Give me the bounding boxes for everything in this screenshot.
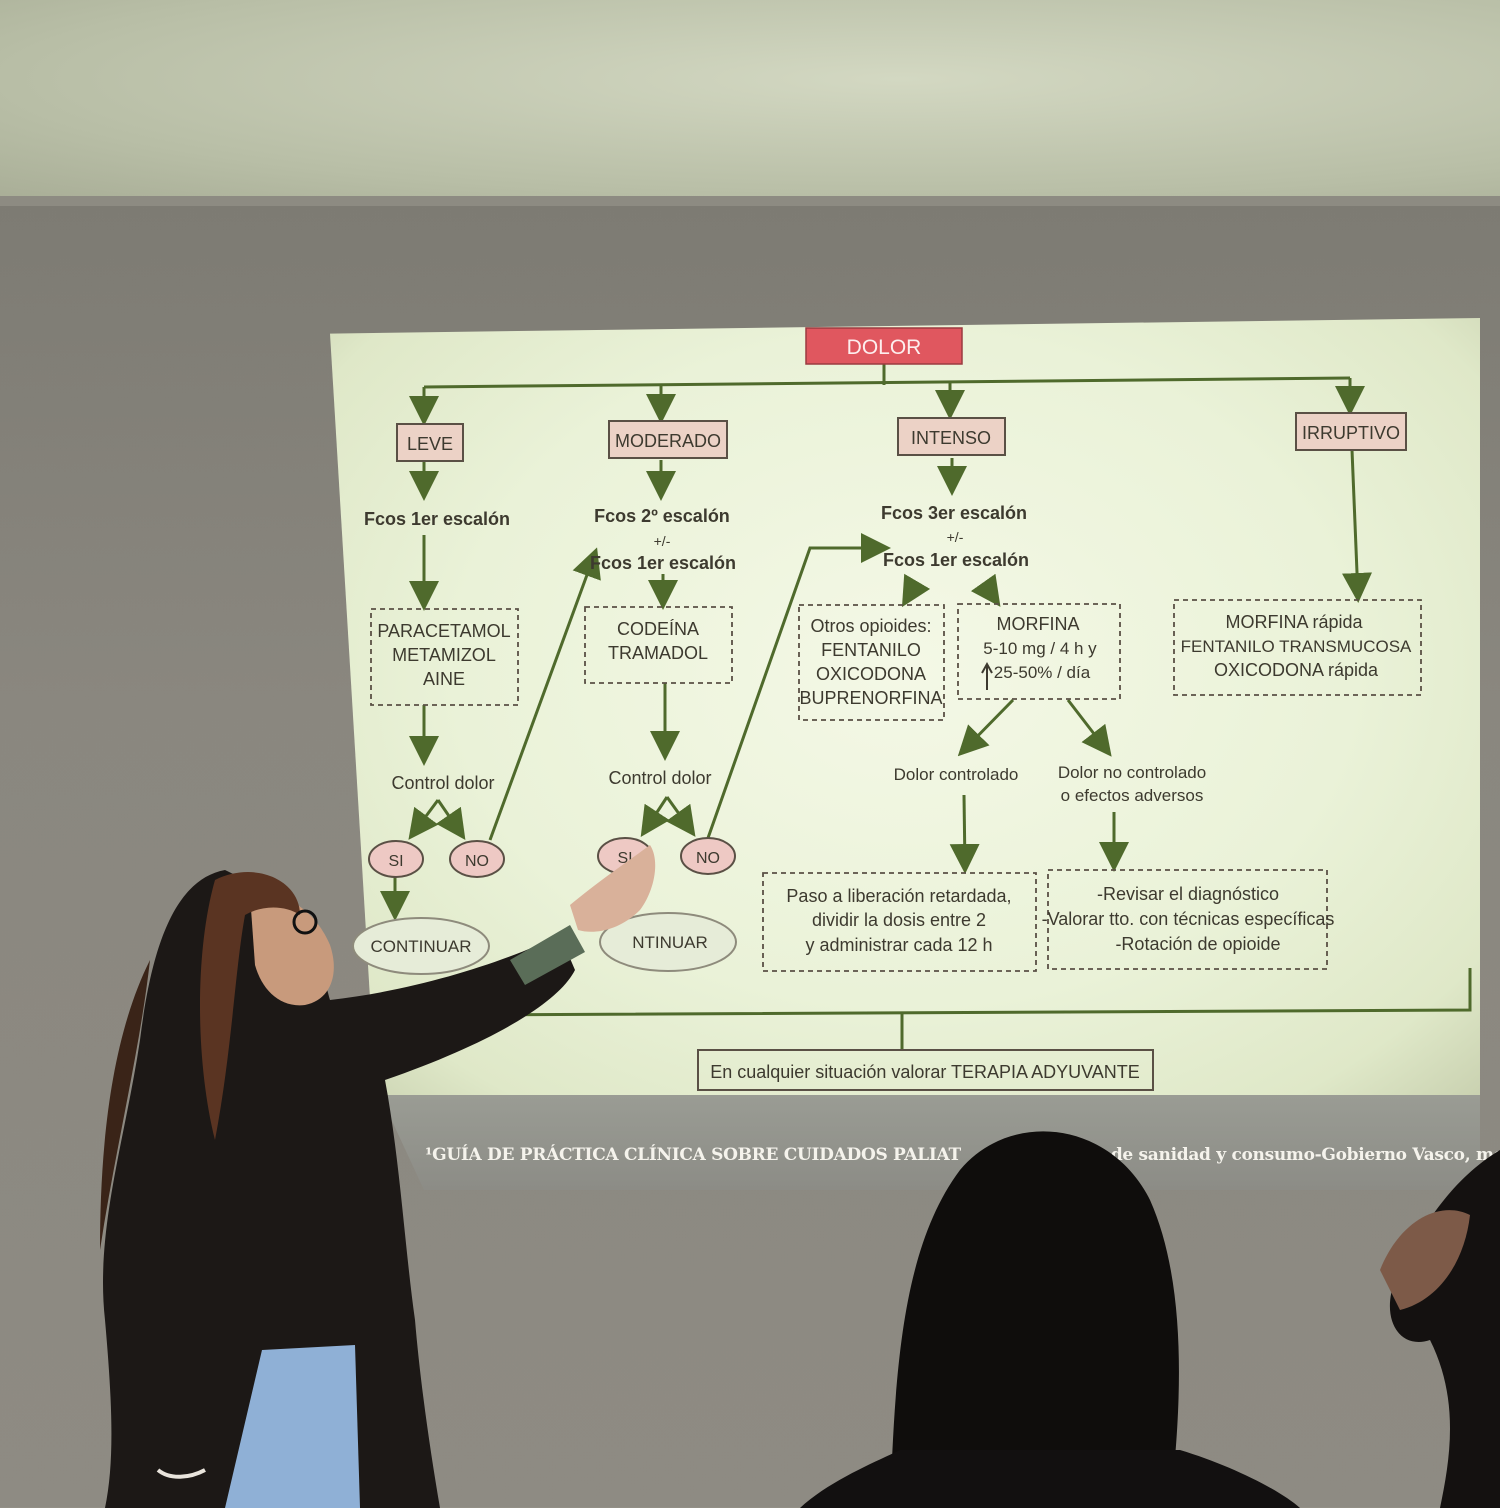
- audience-head-center: [890, 1131, 1179, 1508]
- not-controlled-action-box: [1047, 869, 1328, 970]
- adjuvant-box: [697, 1049, 1154, 1091]
- category-leve-label: LEVE: [407, 434, 453, 454]
- wall-edge: [0, 196, 1500, 206]
- moderado-no-label: NO: [696, 850, 720, 867]
- moderado-step-alt: Fcos 1er escalón: [590, 553, 736, 573]
- root-box: [805, 327, 963, 365]
- category-leve-box: [396, 423, 464, 462]
- controlled-action-3: y administrar cada 12 h: [805, 935, 992, 955]
- leve-si-ellipse: [368, 840, 424, 878]
- category-moderado-label: MODERADO: [615, 431, 721, 451]
- intenso-step-alt: Fcos 1er escalón: [883, 550, 1029, 570]
- leve-continue-label: CONTINUAR: [370, 937, 471, 956]
- moderado-drugs-box: [584, 606, 733, 684]
- increase-arrow-icon: [981, 661, 993, 690]
- controlled-action-1: Paso a liberación retardada,: [786, 886, 1011, 906]
- leve-si-label: SI: [388, 853, 403, 870]
- slide-citation: ¹GUÍA DE PRÁCTICA CLÍNICA SOBRE CUIDADOS…: [425, 1145, 1500, 1165]
- citation-right: de sanidad y consumo-Gobierno Vasco, mod…: [1110, 1145, 1500, 1165]
- leve-step: Fcos 1er escalón: [364, 509, 510, 529]
- category-intenso-label: INTENSO: [911, 428, 991, 448]
- leve-no-ellipse: [449, 840, 505, 878]
- glasses-icon: [292, 909, 318, 935]
- intenso-morphine-box: [957, 603, 1121, 700]
- intenso-morphine-3: 25-50% / día: [994, 663, 1091, 682]
- not-controlled-action-2: -Valorar tto. con técnicas específicas: [1042, 909, 1335, 929]
- irruptivo-drug-1: MORFINA rápida: [1225, 612, 1363, 632]
- category-intenso-box: [897, 417, 1006, 456]
- moderado-continue-ellipse: [599, 912, 737, 972]
- audience-hand-right: [1380, 1210, 1470, 1310]
- adjuvant-label: En cualquier situación valorar TERAPIA A…: [710, 1062, 1140, 1082]
- slide-footer-band: [380, 1095, 1480, 1190]
- presenter-hand: [570, 845, 656, 932]
- intenso-other-opioids-box: [798, 604, 945, 721]
- presenter-jeans: [225, 1345, 360, 1508]
- moderado-continue-label: NTINUAR: [632, 933, 708, 952]
- leve-no-label: NO: [465, 853, 489, 870]
- leve-control: Control dolor: [391, 773, 494, 793]
- intenso-other-4: BUPRENORFINA: [799, 688, 942, 708]
- moderado-plusminus: +/-: [654, 533, 671, 549]
- intenso-other-2: FENTANILO: [821, 640, 921, 660]
- intenso-not-controlled-1: Dolor no controlado: [1058, 763, 1206, 782]
- moderado-control: Control dolor: [608, 768, 711, 788]
- leve-drugs-box: [370, 608, 519, 706]
- moderado-drug-1: CODEÍNA: [617, 619, 699, 639]
- intenso-controlled: Dolor controlado: [894, 765, 1019, 784]
- category-moderado-box: [608, 420, 728, 459]
- intenso-plusminus: +/-: [947, 529, 964, 545]
- intenso-not-controlled-2: o efectos adversos: [1061, 786, 1204, 805]
- irruptivo-drug-2: FENTANILO TRANSMUCOSA: [1181, 637, 1412, 656]
- controlled-action-2: dividir la dosis entre 2: [812, 910, 986, 930]
- root-label: DOLOR: [847, 336, 922, 359]
- moderado-step: Fcos 2º escalón: [594, 506, 730, 526]
- bracelet-icon: [156, 1468, 206, 1479]
- leve-drug-1: PARACETAMOL: [377, 621, 510, 641]
- presenter-face: [250, 894, 334, 1006]
- ceiling: [0, 0, 1500, 198]
- presenter-hair: [100, 960, 150, 1250]
- intenso-other-1: Otros opioides:: [810, 616, 931, 636]
- citation-left: ¹GUÍA DE PRÁCTICA CLÍNICA SOBRE CUIDADOS…: [425, 1145, 961, 1165]
- intenso-other-3: OXICODONA: [816, 664, 926, 684]
- leve-drug-2: METAMIZOL: [392, 645, 496, 665]
- audience-head-right: [1389, 1150, 1500, 1508]
- intenso-morphine-2: 5-10 mg / 4 h y: [983, 639, 1097, 658]
- intenso-morphine-1: MORFINA: [997, 614, 1080, 634]
- irruptivo-drug-3: OXICODONA rápida: [1214, 660, 1379, 680]
- moderado-drug-2: TRAMADOL: [608, 643, 708, 663]
- audience-shoulders-center: [800, 1450, 1300, 1508]
- not-controlled-action-1: -Revisar el diagnóstico: [1097, 884, 1279, 904]
- controlled-action-box: [762, 872, 1037, 972]
- presenter-hair-side: [200, 872, 300, 1140]
- presenter-sleeve-cuff: [510, 925, 585, 985]
- leve-continue-ellipse: [352, 917, 490, 975]
- moderado-no-ellipse: [680, 837, 736, 875]
- leve-drug-3: AINE: [423, 669, 465, 689]
- intenso-step: Fcos 3er escalón: [881, 503, 1027, 523]
- category-irruptivo-box: [1295, 412, 1407, 451]
- category-irruptivo-label: IRRUPTIVO: [1302, 423, 1400, 443]
- not-controlled-action-3: -Rotación de opioide: [1115, 934, 1280, 954]
